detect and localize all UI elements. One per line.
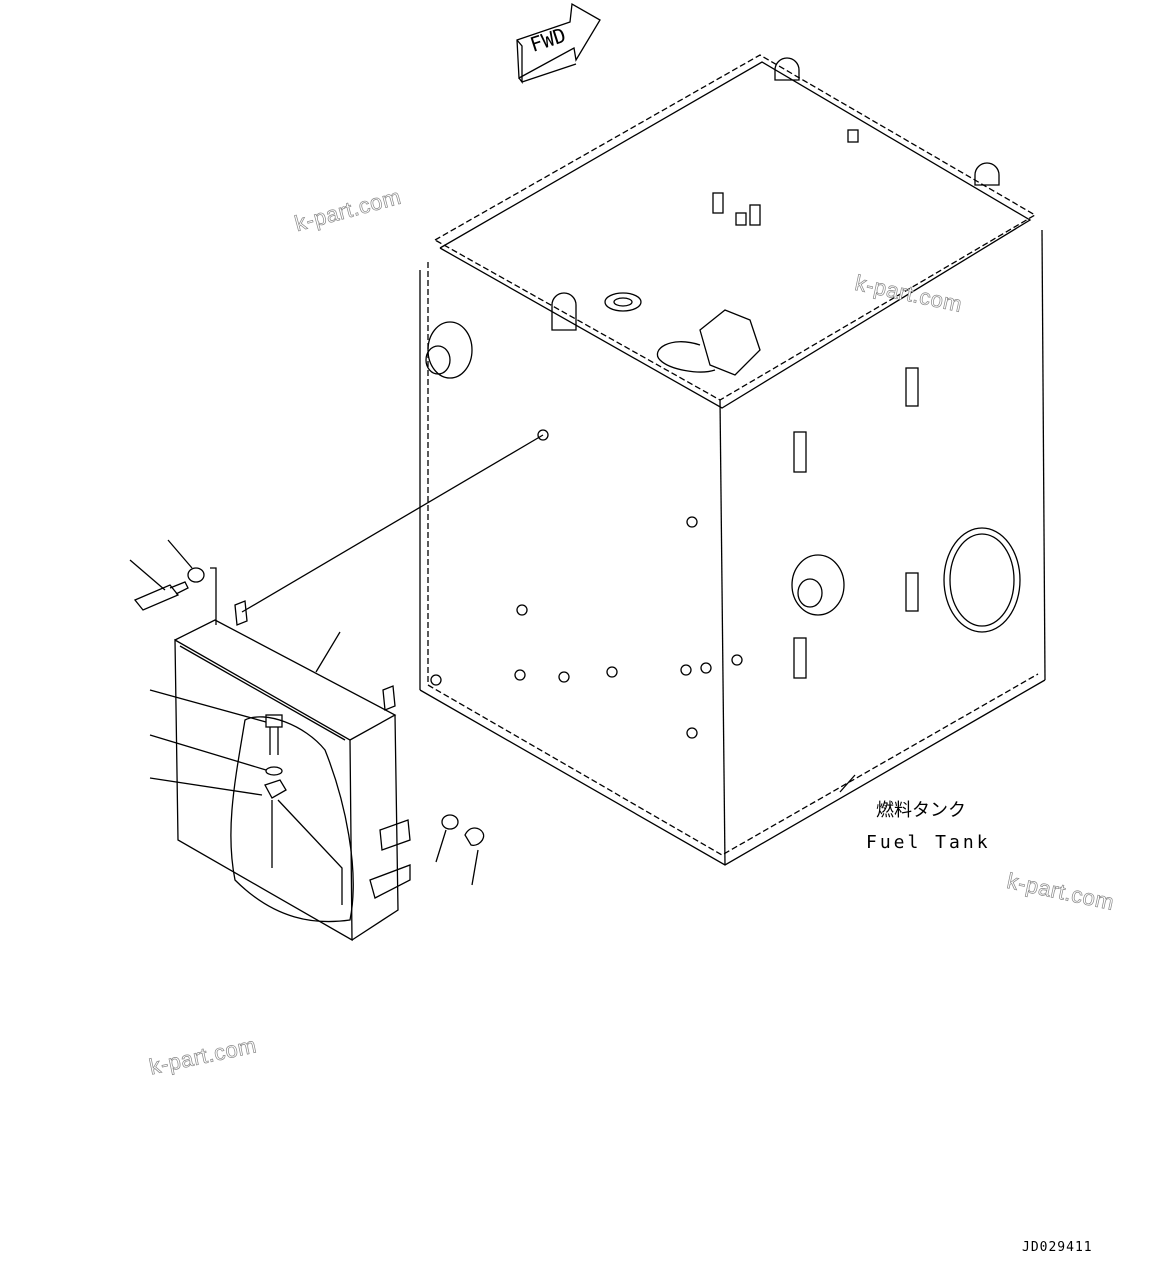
- drawing-code: JD029411: [1022, 1240, 1093, 1255]
- tank-label-japanese: 燃料タンク: [876, 800, 966, 821]
- tank-label-english: Fuel Tank: [866, 832, 991, 853]
- bracket-cover: [129, 539, 856, 942]
- fwd-arrow-icon: [516, 2, 601, 84]
- fuel-tank: [419, 54, 1046, 866]
